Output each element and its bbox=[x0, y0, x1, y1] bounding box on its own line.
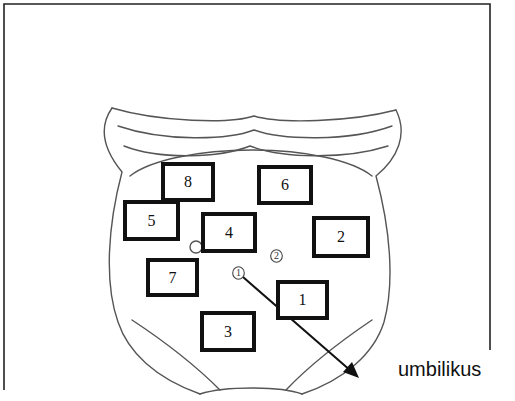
region-box: 2 bbox=[312, 216, 370, 258]
page-frame bbox=[4, 4, 490, 390]
callout-number: 5 bbox=[148, 213, 156, 229]
marker-circle: 1 bbox=[232, 266, 245, 280]
region-box: 3 bbox=[200, 311, 256, 352]
chest-fold bbox=[118, 126, 392, 138]
marker-circle: 2 bbox=[270, 249, 283, 263]
callout-number: 2 bbox=[274, 251, 279, 261]
umbilicus-pointer bbox=[243, 277, 359, 378]
callout-number: 8 bbox=[184, 174, 192, 190]
callout-number: 6 bbox=[281, 177, 289, 193]
leader-line bbox=[243, 277, 351, 371]
callout-number: 1 bbox=[299, 292, 307, 308]
callout-number: 3 bbox=[224, 324, 232, 340]
region-box: 8 bbox=[161, 162, 215, 202]
callout-number: 1 bbox=[236, 268, 241, 278]
torso-outline bbox=[104, 108, 401, 394]
anatomy-label: umbilikus bbox=[396, 358, 483, 380]
left-flank bbox=[104, 108, 200, 394]
chest-line bbox=[112, 108, 396, 121]
region-box: 4 bbox=[201, 212, 257, 253]
right-inguinal bbox=[286, 320, 372, 390]
region-box: 1 bbox=[276, 280, 329, 320]
right-flank bbox=[302, 110, 401, 394]
rib-line bbox=[124, 146, 388, 156]
callout-number: 4 bbox=[225, 225, 233, 241]
callout-number: 2 bbox=[337, 229, 345, 245]
region-box: 5 bbox=[123, 200, 180, 241]
region-box: 7 bbox=[146, 258, 199, 297]
region-box: 6 bbox=[257, 165, 313, 205]
circle-ring bbox=[271, 250, 283, 262]
callout-number: 7 bbox=[169, 270, 177, 286]
circle-ring bbox=[233, 267, 245, 279]
arrow-head bbox=[343, 362, 359, 378]
